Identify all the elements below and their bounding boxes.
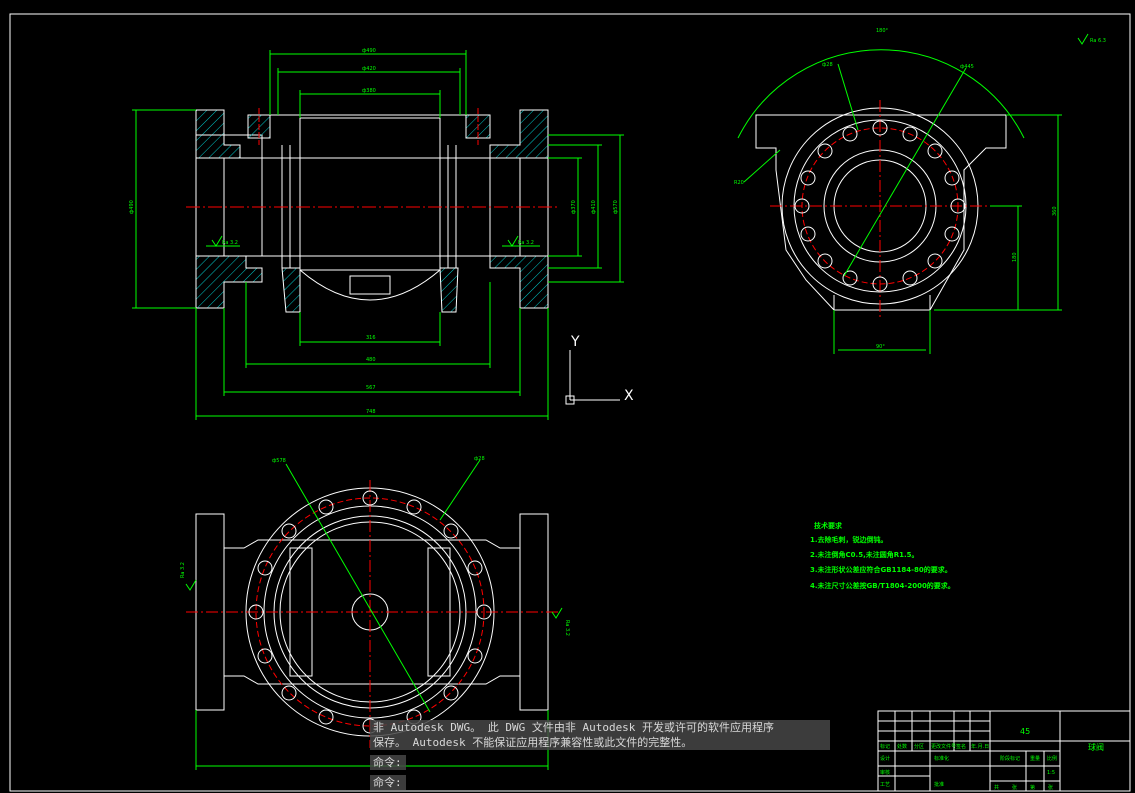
title-block[interactable]: 标记 处数 分区 更改文件号 签名 年.月.日 设计 标准化 阶段标记 重量 比… bbox=[877, 710, 1131, 792]
tb-label-scale: 比例 bbox=[1047, 755, 1057, 762]
tb-label-approve: 批准 bbox=[934, 781, 944, 788]
ucs-y-label: Y bbox=[570, 334, 580, 350]
roughness-symbol-right bbox=[507, 235, 519, 247]
roughness-right: Ra 3.2 bbox=[518, 240, 534, 246]
hatch-top-bosses bbox=[247, 114, 491, 139]
top-rough-right: Ra 3.2 bbox=[564, 620, 570, 636]
dim-right-1: ф370 bbox=[571, 200, 577, 214]
tb-label-design: 设计 bbox=[880, 755, 890, 762]
side-r-dim: R20 bbox=[734, 180, 744, 186]
side-pcd-dim: ф445 bbox=[960, 64, 974, 70]
dim-bottom-3: 567 bbox=[366, 385, 376, 391]
side-arc-dim: 180° bbox=[876, 28, 889, 34]
tb-label-process: 工艺 bbox=[880, 782, 890, 788]
dim-bottom-1: 316 bbox=[366, 335, 376, 341]
command-line-panel[interactable]: 非 Autodesk DWG。 此 DWG 文件由非 Autodesk 开发或许… bbox=[370, 720, 830, 790]
front-section-view[interactable]: ф490 ф420 ф380 316 480 567 748 ф490 ф370… bbox=[129, 48, 624, 420]
roughness-left: Ra 3.2 bbox=[222, 240, 238, 246]
front-dimension-lines bbox=[132, 50, 624, 420]
tech-note-2: 2.未注倒角C0.5,未注圆角R1.5。 bbox=[810, 550, 919, 559]
title-block-grid bbox=[877, 710, 1131, 792]
tb-part-name: 球阀 bbox=[1088, 742, 1104, 752]
side-bolt-holes bbox=[794, 120, 966, 292]
tech-notes-title: 技术要求 bbox=[814, 521, 843, 530]
tb-label-review: 审核 bbox=[880, 769, 890, 776]
command-prompt-2[interactable]: 命令: bbox=[370, 775, 406, 790]
tb-label-no: 第 bbox=[1030, 784, 1035, 791]
tb-label-mark: 标记 bbox=[880, 743, 890, 750]
tb-label-sheet1: 张 bbox=[1012, 784, 1017, 791]
technical-requirements: 技术要求 1.去除毛刺，锐边倒钝。 2.未注倒角C0.5,未注圆角R1.5。 3… bbox=[810, 521, 955, 590]
side-height-dim: 360 bbox=[1052, 206, 1058, 216]
tb-scale-value: 1:5 bbox=[1047, 770, 1055, 776]
side-bottom-angle: 90° bbox=[876, 344, 885, 350]
hatch-right-top bbox=[489, 109, 549, 159]
top-bolt-circle bbox=[255, 497, 485, 727]
dim-bottom-2: 480 bbox=[366, 357, 376, 363]
top-rough-left: Ra 3.2 bbox=[180, 562, 186, 578]
top-hole-dim: ф28 bbox=[474, 456, 485, 462]
dim-top-2: ф420 bbox=[362, 66, 376, 72]
dim-right-3: ф570 bbox=[613, 200, 619, 214]
top-pcd-dim: ф578 bbox=[272, 458, 286, 464]
surface-finish-symbol bbox=[1077, 33, 1089, 45]
drawing-border bbox=[9, 13, 1131, 792]
dim-bottom-4: 748 bbox=[366, 409, 376, 415]
command-prompt-1[interactable]: 命令: bbox=[370, 755, 406, 770]
tb-label-weight: 重量 bbox=[1030, 755, 1040, 762]
roughness-symbol-left bbox=[211, 235, 223, 247]
side-dimension-lines bbox=[737, 49, 1062, 354]
top-rough-symbol-right bbox=[551, 607, 563, 619]
tb-label-standard: 标准化 bbox=[934, 755, 949, 762]
dim-top-1: ф490 bbox=[362, 48, 376, 54]
tb-label-count: 处数 bbox=[897, 743, 907, 750]
dim-top-3: ф380 bbox=[362, 88, 376, 94]
surface-finish: Ra 6.3 bbox=[1090, 38, 1106, 44]
tb-label-stage: 阶段标记 bbox=[1000, 755, 1020, 762]
tb-label-total: 共 bbox=[994, 784, 999, 791]
dim-right-2: ф410 bbox=[591, 200, 597, 214]
tech-note-1: 1.去除毛刺，锐边倒钝。 bbox=[810, 535, 888, 544]
dim-left: ф490 bbox=[129, 200, 135, 214]
ucs-icon: Y X bbox=[565, 334, 634, 405]
side-body-outline bbox=[755, 107, 1007, 311]
hatch-right-bottom bbox=[489, 255, 549, 309]
top-rough-symbol-left bbox=[185, 579, 197, 591]
tech-note-3: 3.未注形状公差应符合GB1184-80的要求。 bbox=[810, 565, 952, 574]
command-warning-line2: 保存。 Autodesk 不能保证应用程序兼容性或此文件的完整性。 bbox=[370, 735, 830, 750]
side-hole-dim: ф28 bbox=[822, 62, 833, 68]
side-view[interactable]: 180° ф28 ф445 R20 360 180 90° Ra 6.3 bbox=[734, 28, 1106, 354]
hatch-left-bottom bbox=[195, 255, 263, 309]
tb-label-zone: 分区 bbox=[914, 743, 924, 750]
tech-note-4: 4.未注尺寸公差按GB/T1804-2000的要求。 bbox=[810, 581, 955, 590]
tb-material: 45 bbox=[1020, 727, 1030, 736]
tb-label-date: 年.月.日 bbox=[971, 743, 989, 750]
tb-label-sheet2: 张 bbox=[1048, 784, 1053, 791]
command-warning-line1: 非 Autodesk DWG。 此 DWG 文件由非 Autodesk 开发或许… bbox=[370, 720, 830, 735]
hatch-bottom-legs bbox=[281, 267, 459, 313]
tb-label-sign: 签名 bbox=[956, 743, 966, 750]
ucs-x-label: X bbox=[624, 388, 634, 404]
side-center-dim: 180 bbox=[1012, 252, 1018, 262]
tb-label-change-doc: 更改文件号 bbox=[931, 743, 956, 750]
